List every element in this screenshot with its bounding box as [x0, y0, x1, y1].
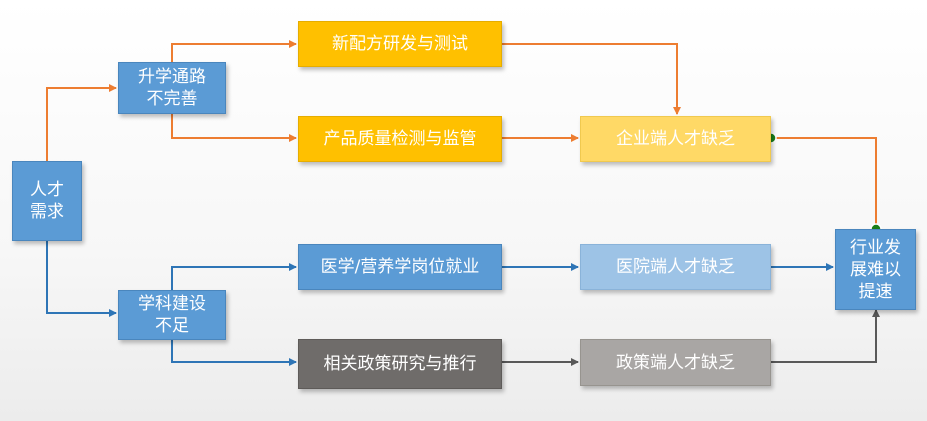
- connector-discipline-to-medical: [171, 263, 297, 290]
- connector-formula-to-enterprise: [502, 43, 681, 115]
- connector-demand-to-discipline: [46, 241, 117, 317]
- node-policy-research: 相关政策研究与推行: [298, 339, 502, 389]
- connector-demand-to-promotion: [46, 84, 117, 161]
- node-talent-demand: 人才 需求: [12, 161, 82, 241]
- node-discipline: 学科建设 不足: [118, 290, 226, 340]
- node-new-formula: 新配方研发与测试: [298, 21, 502, 67]
- node-policy-shortage: 政策端人才缺乏: [580, 339, 771, 386]
- connector-promotion-to-quality: [171, 114, 297, 142]
- node-quality-inspection: 产品质量检测与监管: [298, 116, 502, 162]
- node-hospital-shortage: 医院端人才缺乏: [580, 244, 771, 290]
- connector-policyshortage-to-industry: [771, 309, 880, 363]
- connector-discipline-to-policy: [171, 340, 297, 366]
- connector-enterprise-to-industry: [771, 137, 877, 229]
- node-medical-jobs: 医学/营养学岗位就业: [298, 244, 502, 290]
- node-enterprise-shortage: 企业端人才缺乏: [580, 116, 771, 162]
- node-industry-slowdown: 行业发 展难以 提速: [835, 229, 916, 310]
- connector-promotion-to-formula: [171, 40, 297, 62]
- node-promotion-path: 升学通路 不完善: [118, 62, 226, 114]
